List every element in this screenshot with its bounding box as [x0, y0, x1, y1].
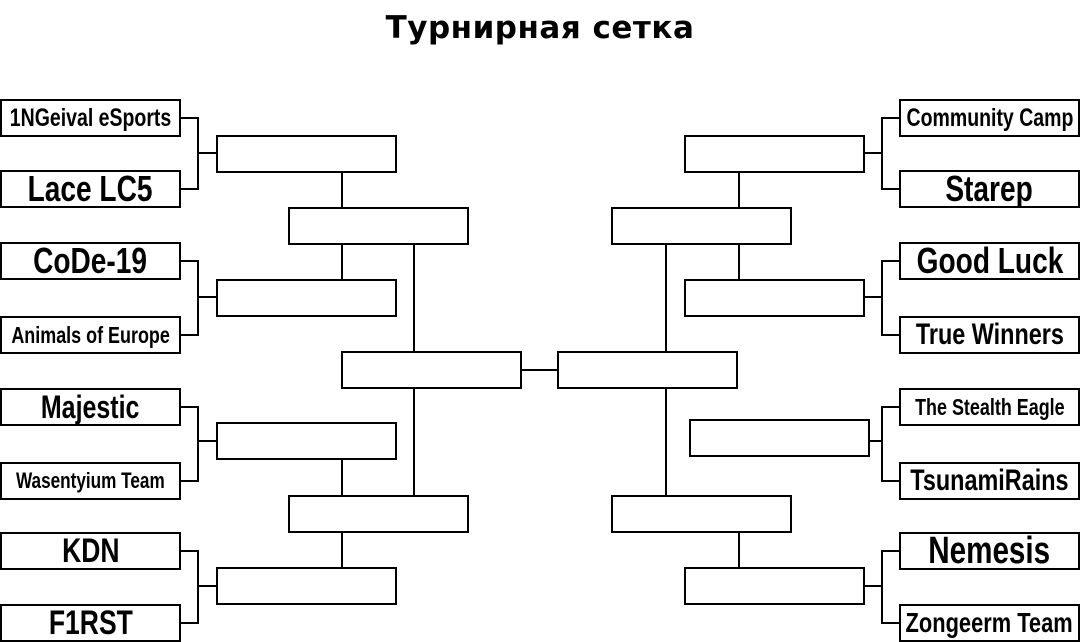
connector — [181, 188, 199, 190]
team-box-right-3: Good Luck — [899, 242, 1080, 280]
connector — [341, 460, 343, 496]
match-slot-left-r3-2 — [288, 495, 469, 533]
team-box-left-1: 1NGeival eSports — [0, 99, 181, 137]
connector — [665, 387, 667, 495]
match-slot-right-semifinal — [557, 351, 738, 389]
team-box-left-7: KDN — [0, 532, 181, 570]
connector — [181, 480, 199, 482]
connector — [181, 117, 199, 119]
team-box-left-3: CoDe-19 — [0, 242, 181, 280]
team-box-right-7: Nemesis — [899, 532, 1080, 570]
team-name: Majestic — [41, 388, 140, 425]
match-slot-right-r2-2 — [684, 279, 865, 317]
team-box-right-1: Community Camp — [899, 99, 1080, 137]
team-box-left-6: Wasentyium Team — [0, 462, 181, 500]
match-slot-left-r2-4 — [216, 567, 397, 605]
team-name: KDN — [61, 532, 120, 570]
connector — [865, 585, 882, 587]
team-name: CoDe-19 — [33, 242, 148, 280]
final-connector — [522, 369, 557, 371]
connector — [881, 550, 883, 624]
team-box-right-4: True Winners — [899, 316, 1080, 354]
connector — [181, 260, 199, 262]
match-slot-left-r2-2 — [216, 279, 397, 317]
connector — [197, 296, 217, 298]
connector — [870, 440, 882, 442]
match-slot-left-r2-3 — [216, 422, 397, 460]
team-name: Good Luck — [916, 242, 1063, 280]
team-name: Lace LC5 — [28, 170, 153, 208]
match-slot-left-semifinal — [341, 351, 522, 389]
connector — [197, 406, 199, 482]
connector — [881, 334, 899, 336]
connector — [341, 531, 343, 567]
match-slot-left-r3-1 — [288, 207, 469, 245]
match-slot-right-r2-3 — [689, 419, 870, 457]
connector — [738, 531, 740, 567]
team-box-left-8: F1RST — [0, 604, 181, 642]
connector — [181, 406, 199, 408]
connector — [181, 550, 199, 552]
connector — [865, 296, 882, 298]
match-slot-right-r3-2 — [611, 495, 792, 533]
connector — [738, 173, 740, 208]
team-box-left-2: Lace LC5 — [0, 170, 181, 208]
connector — [341, 173, 343, 208]
team-name: The Stealth Eagle — [914, 393, 1065, 420]
connector — [181, 334, 199, 336]
match-slot-right-r2-4 — [684, 567, 865, 605]
connector — [665, 245, 667, 352]
connector — [881, 188, 899, 190]
team-name: F1RST — [48, 604, 133, 642]
connector — [881, 622, 899, 624]
team-name: TsunamiRains — [910, 464, 1069, 497]
connector — [738, 243, 740, 279]
team-name: True Winners — [915, 318, 1064, 351]
connector — [413, 387, 415, 495]
connector — [881, 406, 883, 482]
connector — [197, 550, 199, 624]
connector — [197, 440, 217, 442]
team-box-right-2: Starep — [899, 170, 1080, 208]
connector — [197, 152, 217, 154]
connector — [881, 117, 883, 190]
connector — [197, 585, 217, 587]
connector — [181, 622, 199, 624]
connector — [881, 260, 883, 336]
connector — [881, 260, 899, 262]
connector — [341, 243, 343, 279]
team-box-right-5: The Stealth Eagle — [899, 388, 1080, 426]
connector — [413, 245, 415, 352]
connector — [865, 152, 882, 154]
connector — [881, 550, 899, 552]
team-name: Community Camp — [906, 103, 1073, 132]
connector — [881, 480, 899, 482]
match-slot-right-r2-1 — [684, 135, 865, 173]
team-name: Zongeerm Team — [905, 607, 1074, 638]
match-slot-left-r2-1 — [216, 135, 397, 173]
team-name: 1NGeival eSports — [9, 103, 172, 132]
page-title: Турнирная сетка — [385, 10, 695, 46]
team-name: Nemesis — [928, 532, 1051, 570]
match-slot-right-r3-1 — [611, 207, 792, 245]
connector — [881, 117, 899, 119]
team-name: Wasentyium Team — [16, 468, 165, 493]
team-box-left-4: Animals of Europe — [0, 316, 181, 354]
team-box-left-5: Majestic — [0, 388, 181, 426]
connector — [881, 406, 899, 408]
connector — [197, 260, 199, 336]
team-name: Animals of Europe — [11, 321, 170, 348]
team-box-right-8: Zongeerm Team — [899, 604, 1080, 642]
team-box-right-6: TsunamiRains — [899, 462, 1080, 500]
team-name: Starep — [945, 170, 1034, 208]
